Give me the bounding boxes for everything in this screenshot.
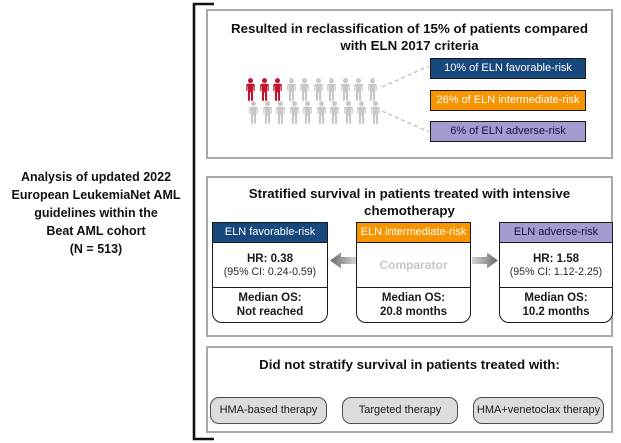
reclassification-panel: Resulted in reclassification of 15% of p… <box>206 9 613 159</box>
person-icon <box>303 101 312 124</box>
caption-line: (N = 513) <box>69 242 123 256</box>
median-os-label: Median OS: <box>381 292 446 304</box>
arrow-right-icon <box>472 252 498 269</box>
survival-title: Stratified survival in patients treated … <box>248 186 571 218</box>
patient-pictogram <box>245 78 381 124</box>
person-icon <box>357 101 366 124</box>
study-caption: Analysis of updated 2022 European Leukem… <box>0 168 192 258</box>
hma-venetoclax-therapy-pill: HMA+venetoclax therapy <box>473 397 604 424</box>
person-icon <box>246 78 255 101</box>
intermediate-card-stats: Comparator <box>357 243 470 287</box>
confidence-interval: (95% CI: 0.24-0.59) <box>223 265 317 278</box>
median-os-value: 10.2 months <box>522 306 590 318</box>
median-os-label: Median OS: <box>238 292 302 304</box>
no-stratify-panel: Did not stratify survival in patients tr… <box>206 346 613 433</box>
reclassification-title: Resulted in reclassification of 15% of p… <box>231 21 588 53</box>
person-icon <box>262 101 272 124</box>
adverse-card-header: ELN adverse-risk <box>500 223 612 243</box>
person-icon <box>354 78 363 101</box>
arrow-left-icon <box>330 252 356 269</box>
hazard-ratio-value: HR: 0.38 <box>246 252 294 265</box>
favorable-risk-label: 10% of ELN favorable-risk <box>430 58 586 79</box>
caption-line: Beat AML cohort <box>46 224 146 238</box>
adverse-card-os: Median OS: 10.2 months <box>500 287 612 322</box>
person-icon <box>289 101 299 124</box>
survival-panel: Stratified survival in patients treated … <box>206 176 613 337</box>
intermediate-card-header: ELN intermediate-risk <box>357 223 470 243</box>
person-icon <box>249 101 258 124</box>
median-os-label: Median OS: <box>524 292 588 304</box>
person-icon <box>340 78 350 101</box>
caption-line: guidelines within the <box>34 206 158 220</box>
adverse-risk-card: ELN adverse-risk HR: 1.58 (95% CI: 1.12-… <box>499 222 613 323</box>
person-icon <box>300 78 309 101</box>
pictogram-row <box>248 101 381 124</box>
intermediate-risk-card: ELN intermediate-risk Comparator Median … <box>356 222 471 323</box>
person-icon <box>276 101 285 124</box>
comparator-label: Comparator <box>379 258 448 272</box>
favorable-card-os: Median OS: Not reached <box>213 287 327 322</box>
adverse-card-stats: HR: 1.58 (95% CI: 1.12-2.25) <box>500 243 612 287</box>
person-icon <box>259 78 269 101</box>
median-os-value: Not reached <box>236 306 304 318</box>
hazard-ratio-value: HR: 1.58 <box>532 252 580 265</box>
adverse-risk-label: 6% of ELN adverse-risk <box>430 121 586 142</box>
no-stratify-title: Did not stratify survival in patients tr… <box>259 357 560 372</box>
caption-line: Analysis of updated 2022 <box>20 170 172 184</box>
favorable-card-stats: HR: 0.38 (95% CI: 0.24-0.59) <box>213 243 327 287</box>
targeted-therapy-pill: Targeted therapy <box>342 397 458 424</box>
person-icon <box>286 78 296 101</box>
pictogram-row <box>245 78 381 101</box>
favorable-risk-card: ELN favorable-risk HR: 0.38 (95% CI: 0.2… <box>212 222 328 323</box>
person-icon <box>273 78 282 101</box>
median-os-value: 20.8 months <box>379 306 448 318</box>
confidence-interval: (95% CI: 1.12-2.25) <box>509 265 603 278</box>
hma-based-therapy-pill: HMA-based therapy <box>210 397 327 424</box>
person-icon <box>313 78 323 101</box>
person-icon <box>330 101 339 124</box>
person-icon <box>367 78 377 101</box>
person-icon <box>316 101 326 124</box>
caption-line: European LeukemiaNet AML <box>11 188 181 202</box>
intermediate-risk-label: 26% of ELN intermediate-risk <box>430 90 586 111</box>
intermediate-card-os: Median OS: 20.8 months <box>357 287 470 322</box>
person-icon <box>327 78 336 101</box>
person-icon <box>370 101 380 124</box>
person-icon <box>343 101 353 124</box>
favorable-card-header: ELN favorable-risk <box>213 223 327 243</box>
